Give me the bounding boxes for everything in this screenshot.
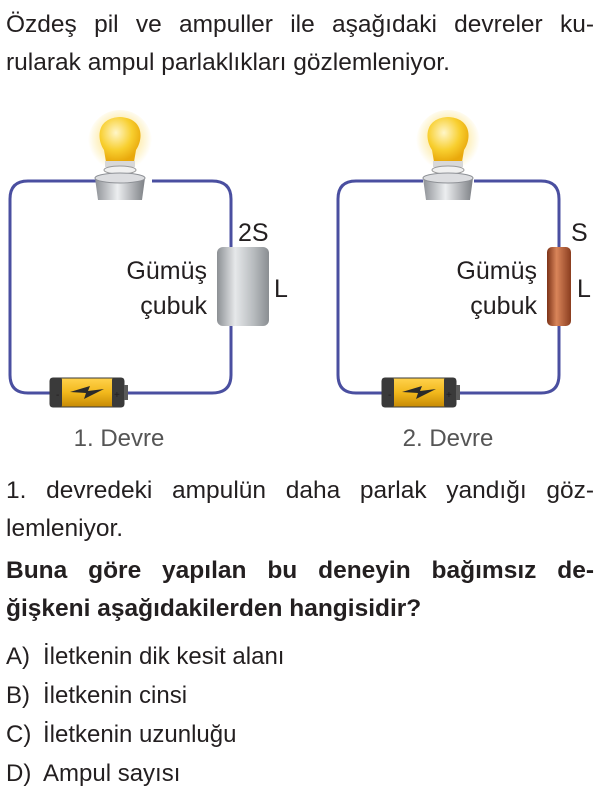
option-text: İletkenin dik kesit alanı: [43, 643, 285, 670]
observation-line-1: 1. devredeki ampulün daha parlak yandığı…: [6, 477, 594, 504]
intro-line-1: Özdeş pil ve ampuller ile aşağıdaki devr…: [6, 11, 594, 38]
battery-icon: - +: [381, 377, 460, 408]
battery-icon: - +: [49, 377, 128, 408]
option-letter: B): [6, 682, 30, 709]
option-d[interactable]: D) Ampul sayısı: [6, 757, 284, 796]
copper-rod-thin: [547, 247, 571, 326]
material-label-1a: Gümüş: [126, 257, 207, 285]
length-label-1: L: [274, 275, 288, 303]
material-label-2a: Gümüş: [456, 257, 537, 285]
circuit-diagrams: - + 2S Gümüş çubuk L 1. Devre - + S: [8, 110, 591, 452]
light-bulb-icon: [88, 110, 152, 200]
intro-line-2: rularak ampul parlaklıkları gözlemleniyo…: [6, 49, 450, 76]
question-line-2: ğişkeni aşağıdakilerden hangisidir?: [6, 595, 422, 622]
svg-text:-: -: [388, 390, 391, 401]
problem-intro: Özdeş pil ve ampuller ile aşağıdaki devr…: [6, 6, 594, 82]
light-bulb-icon: [416, 110, 480, 200]
material-label-1b: çubuk: [140, 292, 207, 320]
silver-rod-thick: [217, 247, 269, 326]
area-label-2: S: [571, 219, 588, 247]
material-label-2b: çubuk: [470, 292, 537, 320]
wire-loop-1: [8, 179, 233, 395]
svg-text:+: +: [446, 390, 452, 401]
svg-text:+: +: [114, 390, 120, 401]
option-c[interactable]: C) İletkenin uzunluğu: [6, 718, 284, 757]
option-text: Ampul sayısı: [43, 760, 181, 787]
wire-loop-2: [336, 179, 561, 395]
option-a[interactable]: A) İletkenin dik kesit alanı: [6, 640, 284, 679]
option-text: İletkenin uzunluğu: [43, 721, 237, 748]
area-label-1: 2S: [238, 219, 269, 247]
option-letter: C): [6, 721, 32, 748]
option-letter: D): [6, 760, 32, 787]
svg-text:-: -: [56, 390, 59, 401]
circuit-2: - + S Gümüş çubuk L 2. Devre: [336, 110, 591, 452]
observation-text: 1. devredeki ampulün daha parlak yandığı…: [6, 472, 594, 548]
circuit-caption-1: 1. Devre: [74, 425, 165, 452]
option-letter: A): [6, 643, 30, 670]
circuit-caption-2: 2. Devre: [403, 425, 494, 452]
option-text: İletkenin cinsi: [43, 682, 188, 709]
answer-options: A) İletkenin dik kesit alanı B) İletkenin …: [6, 640, 284, 796]
question-line-1: Buna göre yapılan bu deneyin bağımsız de…: [6, 557, 594, 584]
question-stem: Buna göre yapılan bu deneyin bağımsız de…: [6, 552, 594, 628]
option-b[interactable]: B) İletkenin cinsi: [6, 679, 284, 718]
circuit-1: - + 2S Gümüş çubuk L 1. Devre: [8, 110, 288, 452]
observation-line-2: lemleniyor.: [6, 515, 124, 542]
length-label-2: L: [577, 275, 591, 303]
